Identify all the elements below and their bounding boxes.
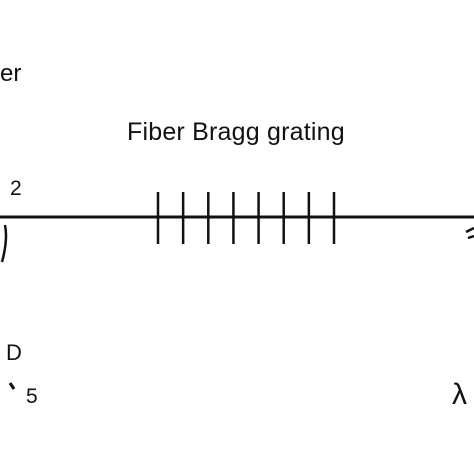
wavelength-label: λ xyxy=(452,378,467,411)
fiber-bragg-grating-label: Fiber Bragg grating xyxy=(127,118,345,146)
fiber-label: er xyxy=(0,60,22,87)
detector-label: D xyxy=(6,340,22,365)
detector-mark xyxy=(8,382,16,390)
bragg-grating xyxy=(156,192,336,244)
right-edge-component xyxy=(465,226,474,240)
port-2-label: 2 xyxy=(10,177,22,200)
coupler-arc xyxy=(0,224,8,263)
port-5-label: 5 xyxy=(26,385,38,408)
